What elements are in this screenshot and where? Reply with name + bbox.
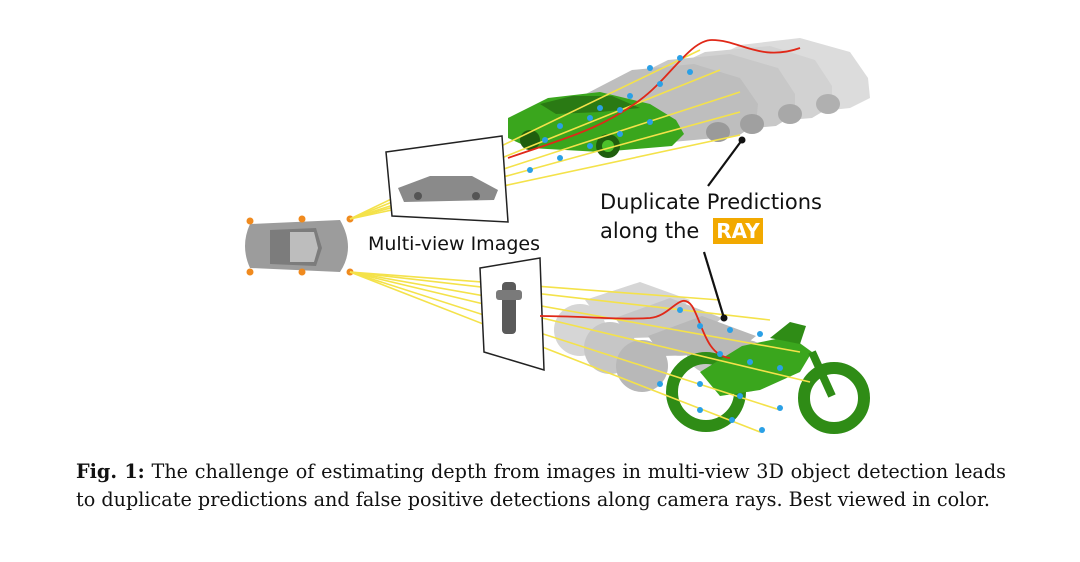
callout-dot-bottom xyxy=(720,314,728,322)
ray-badge xyxy=(713,218,763,244)
callout-dot-top xyxy=(738,136,746,144)
detected-motorcycle-green xyxy=(666,322,870,434)
figure-caption: Fig. 1: The challenge of estimating dept… xyxy=(76,458,1006,514)
label-duplicate-predictions: Duplicate Predictions xyxy=(600,190,822,214)
callout-leaders xyxy=(702,139,743,319)
caption-label: Fig. 1: xyxy=(76,460,145,483)
image-plane-motorcycle xyxy=(479,257,545,372)
label-ray: RAY xyxy=(716,219,760,243)
depth-curve-motorcycle xyxy=(539,299,731,359)
label-multiview-images: Multi-view Images xyxy=(368,233,540,255)
image-plane-car xyxy=(385,135,509,223)
caption-text: The challenge of estimating depth from i… xyxy=(76,460,1006,511)
figure-illustration: Multi-view Images Duplicate Predictions … xyxy=(245,38,870,434)
depth-curve-car xyxy=(507,39,801,159)
ray-sample-points xyxy=(527,55,783,433)
ego-car xyxy=(245,220,348,272)
label-along-the: along the xyxy=(600,219,699,243)
